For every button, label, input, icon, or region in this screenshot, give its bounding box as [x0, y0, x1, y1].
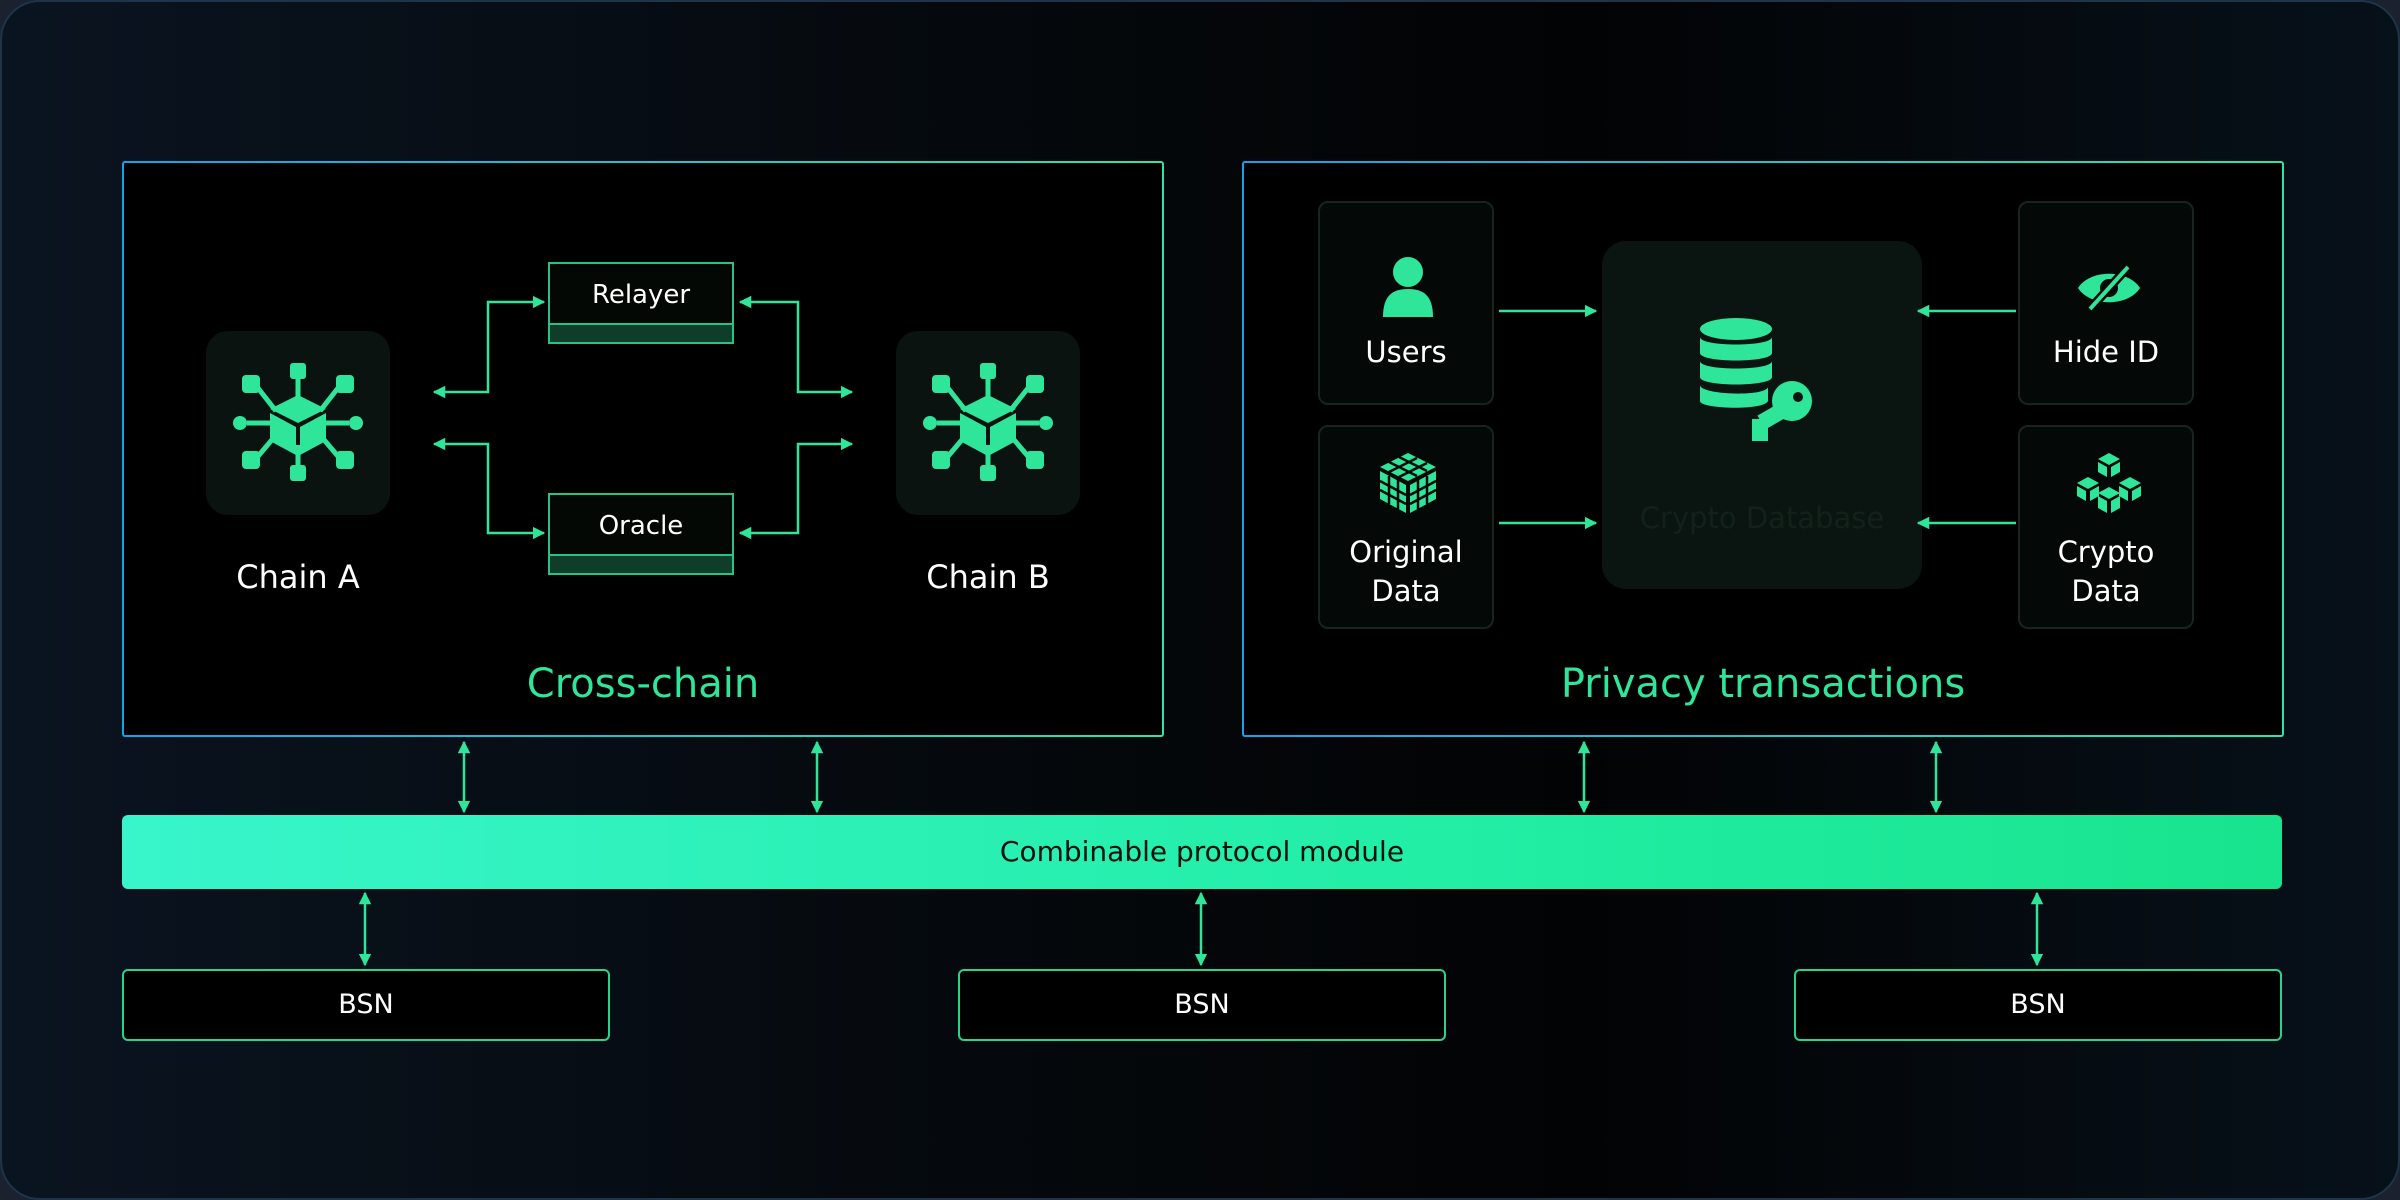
hide-id-label: Hide ID	[2052, 335, 2160, 369]
bsn-box: BSN	[122, 969, 610, 1041]
relayer-label: Relayer	[591, 280, 691, 310]
oracle-bar	[550, 554, 732, 573]
hide-id-card: Hide ID	[2018, 201, 2194, 405]
relayer-bar	[550, 323, 732, 342]
eye-slash-icon	[2078, 263, 2140, 313]
privacy-panel: Users Original Data	[1242, 161, 2284, 737]
original-data-label: Original Data	[1349, 535, 1463, 608]
crypto-data-card: Crypto Data	[2018, 425, 2194, 629]
original-data-card: Original Data	[1318, 425, 1494, 629]
chain-a-tile	[206, 331, 390, 515]
cube-grid-icon	[1379, 453, 1437, 513]
blockchain-network-icon	[233, 363, 363, 481]
bsn-box: BSN	[958, 969, 1446, 1041]
chain-b-label: Chain B	[926, 558, 1050, 596]
users-card: Users	[1318, 201, 1494, 405]
database-key-icon	[1700, 318, 1812, 441]
chain-a-label: Chain A	[236, 558, 360, 596]
chain-b-tile	[896, 331, 1080, 515]
crypto-database-label: Crypto Database	[1639, 501, 1885, 535]
bsn-box: BSN	[1794, 969, 2282, 1041]
cross-chain-panel: Chain A	[122, 161, 1164, 737]
oracle-box: Oracle	[548, 493, 734, 575]
cross-chain-title: Cross-chain	[526, 661, 760, 707]
privacy-title: Privacy transactions	[1560, 661, 1966, 707]
users-label: Users	[1365, 335, 1447, 369]
combinable-protocol-module: Combinable protocol module	[122, 815, 2282, 889]
crypto-data-label: Crypto Data	[2057, 535, 2155, 608]
crypto-cubes-icon	[2077, 453, 2141, 513]
crypto-database-tile: Crypto Database	[1602, 241, 1922, 589]
user-icon	[1383, 257, 1433, 317]
relayer-box: Relayer	[548, 262, 734, 344]
blockchain-network-icon	[923, 363, 1053, 481]
oracle-label: Oracle	[598, 511, 684, 541]
